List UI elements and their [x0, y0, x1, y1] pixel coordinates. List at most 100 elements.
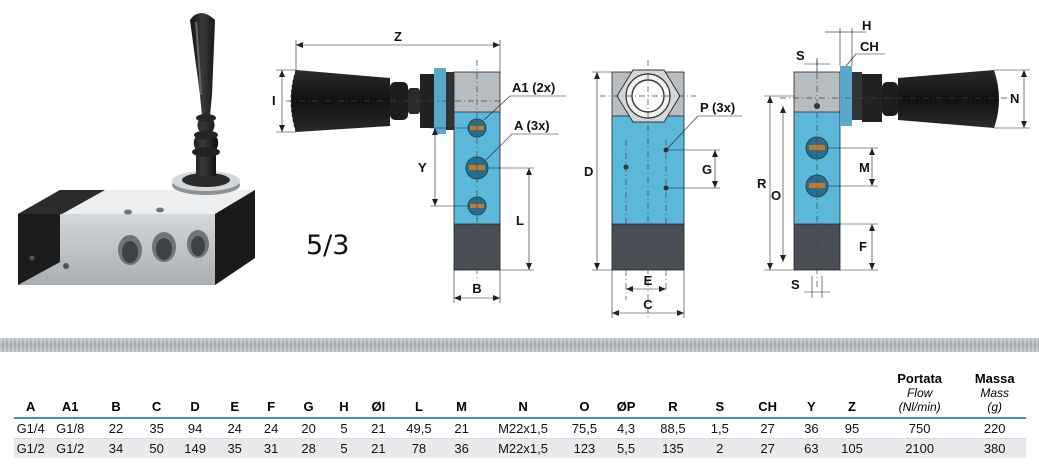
dim-a1: A1 (2x) [512, 80, 555, 95]
header-r: R [646, 358, 699, 419]
header-s: S [698, 358, 741, 419]
table-cell: 21 [359, 418, 398, 439]
table-cell: G1/2 [47, 438, 94, 458]
table-cell: 49,5 [397, 418, 441, 439]
dim-f: F [859, 239, 867, 254]
dim-d: D [584, 164, 593, 179]
dim-e: E [644, 273, 653, 288]
dim-i: I [272, 93, 276, 108]
header-f: F [253, 358, 289, 419]
header-mass-sub1: Mass [980, 386, 1010, 400]
header-ch: CH [740, 358, 795, 419]
header-n: N [482, 358, 564, 419]
table-cell: 21 [440, 418, 483, 439]
header-o: O [563, 358, 606, 419]
table-cell: 28 [288, 438, 329, 458]
dim-z: Z [394, 29, 402, 44]
table-cell: G1/8 [47, 418, 94, 439]
dim-g: G [702, 162, 712, 177]
table-cell: G1/4 [14, 418, 48, 439]
table-cell: 94 [174, 418, 216, 439]
dim-a: A (3x) [514, 118, 550, 133]
table-cell: 750 [875, 418, 964, 439]
header-row: A A1 B C D E F G H ØI L M N O ØP R S CH … [14, 358, 1026, 419]
header-m: M [440, 358, 483, 419]
header-d: D [174, 358, 216, 419]
table-cell: 35 [138, 418, 175, 439]
dim-ch: CH [860, 39, 879, 54]
dim-b: B [472, 281, 481, 296]
dim-c: C [643, 297, 653, 312]
header-flow-sub2: (Nl/min) [898, 400, 941, 414]
dim-h: H [862, 18, 871, 33]
header-a: A [14, 358, 48, 419]
table-cell: 4,3 [605, 418, 647, 439]
header-flow-sub1: Flow [906, 386, 933, 400]
header-mass-label: Massa [974, 371, 1015, 386]
side-view: D P (3x) G E C [584, 60, 742, 320]
table-cell: 220 [963, 418, 1026, 439]
table-cell: 27 [740, 438, 795, 458]
table-cell: 5,5 [605, 438, 647, 458]
dim-n: N [1010, 91, 1019, 106]
dim-l: L [516, 213, 524, 228]
table-cell: 105 [828, 438, 876, 458]
header-c: C [138, 358, 175, 419]
table-cell: 123 [563, 438, 606, 458]
dim-s-top: S [796, 48, 805, 63]
section-divider [0, 338, 1039, 352]
table-cell: 36 [794, 418, 829, 439]
table-cell: 380 [963, 438, 1026, 458]
header-z: Z [828, 358, 876, 419]
table-cell: 24 [215, 418, 254, 439]
table-cell: 5 [328, 418, 360, 439]
table-cell: 78 [397, 438, 441, 458]
table-cell: 95 [828, 418, 876, 439]
table-cell: G1/2 [14, 438, 48, 458]
dim-s-bottom: S [791, 277, 800, 292]
spec-table: A A1 B C D E F G H ØI L M N O ØP R S CH … [14, 358, 1026, 458]
table-cell: 75,5 [563, 418, 606, 439]
dim-o: O [771, 188, 781, 203]
header-h: H [328, 358, 360, 419]
table-cell: 135 [646, 438, 699, 458]
table-cell: 1,5 [698, 418, 741, 439]
table-cell: 35 [215, 438, 254, 458]
table-cell: 50 [138, 438, 175, 458]
header-flow: Portata Flow (Nl/min) [875, 358, 964, 419]
table-cell: 24 [253, 418, 289, 439]
table-cell: M22x1,5 [482, 418, 564, 439]
header-mass-sub2: (g) [987, 400, 1003, 414]
table-cell: 63 [794, 438, 829, 458]
table-cell: 22 [93, 418, 139, 439]
header-op: ØP [605, 358, 647, 419]
dim-y: Y [418, 160, 427, 175]
table-cell: 149 [174, 438, 216, 458]
table-cell: 2100 [875, 438, 964, 458]
valve-photo [18, 13, 255, 285]
technical-drawing: Z I A1 (2x) A (3x) Y L B [18, 13, 1030, 320]
front-view: Z I A1 (2x) A (3x) Y L B [272, 29, 566, 303]
table-cell: 27 [740, 418, 795, 439]
table-cell: 5 [328, 438, 360, 458]
header-b: B [93, 358, 139, 419]
dim-m: M [859, 160, 870, 175]
header-flow-label: Portata [897, 371, 943, 386]
rear-view: H CH S N R O M F S [757, 18, 1030, 298]
header-mass: Massa Mass (g) [963, 358, 1026, 419]
table-cell: 34 [93, 438, 139, 458]
table-cell: 20 [288, 418, 329, 439]
header-e: E [215, 358, 254, 419]
table-cell: M22x1,5 [482, 438, 564, 458]
header-g: G [288, 358, 329, 419]
dim-p: P (3x) [700, 100, 735, 115]
dim-r: R [757, 176, 767, 191]
header-y: Y [794, 358, 829, 419]
valve-type-label: 5/3 [306, 230, 350, 261]
table-cell: 31 [253, 438, 289, 458]
header-oi: ØI [359, 358, 398, 419]
table-cell: 36 [440, 438, 483, 458]
